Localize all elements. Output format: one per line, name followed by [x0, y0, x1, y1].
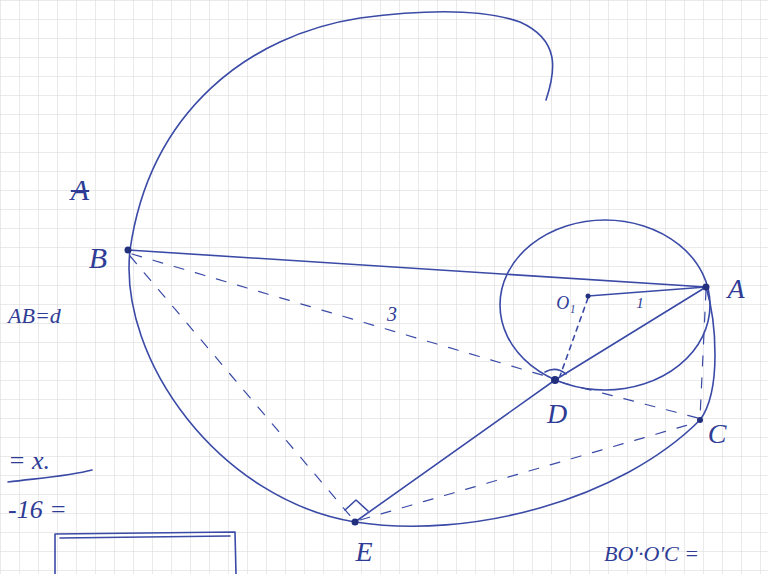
answer-box [55, 532, 236, 574]
point-c [697, 417, 703, 423]
note-text: BO'·O'C = [604, 543, 699, 565]
angle-mark [545, 369, 566, 374]
dashed-be [130, 256, 352, 518]
point-label: E [355, 538, 372, 566]
point-a [703, 284, 710, 291]
point-label: A [727, 275, 744, 303]
note-text: -16 = [8, 497, 67, 523]
point-label: A [71, 175, 89, 205]
small-circle [500, 220, 710, 390]
point-label: 3 [387, 304, 397, 324]
center-o1 [586, 294, 591, 299]
note-text: = x. [8, 448, 50, 474]
point-label: O₁ [556, 294, 575, 312]
point-label: B [89, 243, 107, 273]
dashed-ec [360, 422, 698, 520]
chord-ba [128, 250, 706, 287]
right-angle-mark [345, 500, 368, 511]
point-e [352, 519, 359, 526]
point-d [551, 376, 559, 384]
point-b [125, 247, 132, 254]
dashed-bd [132, 254, 552, 378]
point-label: C [708, 420, 727, 448]
dashed-ac [700, 290, 706, 418]
radius [588, 287, 706, 296]
point-label: AB=d [8, 305, 61, 327]
dashed-dc [560, 382, 698, 418]
point-label: D [547, 400, 567, 428]
point-label: 1 [636, 296, 644, 311]
answer-box-inner [60, 536, 230, 538]
line-ade [355, 287, 706, 522]
